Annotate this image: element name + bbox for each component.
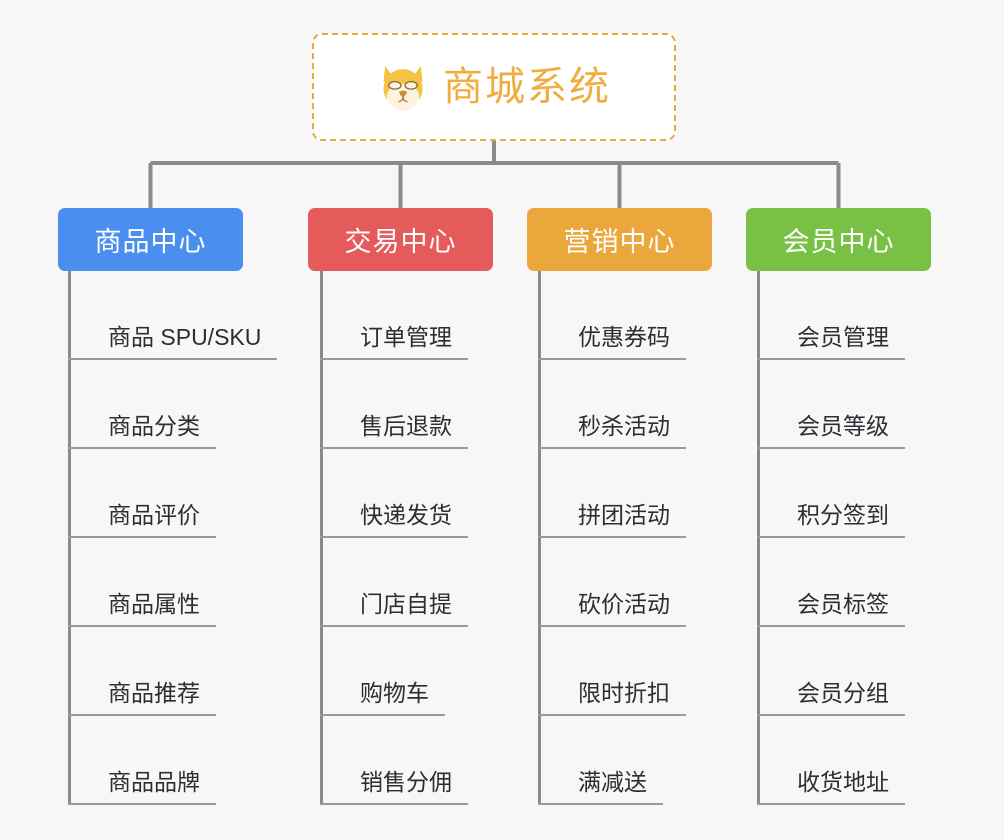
leaf-label: 满减送 — [538, 771, 663, 805]
leaf-label: 优惠券码 — [538, 326, 686, 360]
leaf-node[interactable]: 限时折扣 — [538, 627, 686, 716]
leaf-label: 商品属性 — [68, 593, 216, 627]
leaf-label: 会员标签 — [757, 593, 905, 627]
leaf-node[interactable]: 门店自提 — [320, 538, 468, 627]
leaf-node[interactable]: 拼团活动 — [538, 449, 686, 538]
branch-label: 商品中心 — [94, 227, 207, 257]
leaf-label: 商品分类 — [68, 415, 216, 449]
leaf-node[interactable]: 收货地址 — [757, 716, 905, 805]
branch-spine — [68, 271, 71, 805]
leaf-node[interactable]: 会员等级 — [757, 360, 905, 449]
leaf-node[interactable]: 积分签到 — [757, 449, 905, 538]
leaf-label: 销售分佣 — [320, 771, 468, 805]
leaf-label: 会员等级 — [757, 415, 905, 449]
leaf-node[interactable]: 销售分佣 — [320, 716, 468, 805]
leaf-node[interactable]: 商品推荐 — [68, 627, 277, 716]
leaf-node[interactable]: 商品属性 — [68, 538, 277, 627]
leaf-label: 售后退款 — [320, 415, 468, 449]
leaf-label: 会员管理 — [757, 326, 905, 360]
branch-label: 交易中心 — [344, 227, 457, 257]
leaf-node[interactable]: 商品分类 — [68, 360, 277, 449]
leaf-label: 会员分组 — [757, 682, 905, 716]
branch-spine — [757, 271, 760, 805]
leaf-label: 购物车 — [320, 682, 445, 716]
leaf-label: 商品 SPU/SKU — [68, 326, 278, 360]
leaf-label: 秒杀活动 — [538, 415, 686, 449]
branch-spine — [320, 271, 323, 805]
leaf-node[interactable]: 购物车 — [320, 627, 468, 716]
leaf-column-trade-center: 订单管理售后退款快递发货门店自提购物车销售分佣 — [320, 271, 468, 805]
leaf-node[interactable]: 会员标签 — [757, 538, 905, 627]
leaf-node[interactable]: 秒杀活动 — [538, 360, 686, 449]
branch-node-trade-center[interactable]: 交易中心 — [308, 208, 493, 271]
root-title: 商城系统 — [443, 65, 611, 109]
leaf-node[interactable]: 满减送 — [538, 716, 686, 805]
leaf-label: 收货地址 — [757, 771, 905, 805]
branch-node-marketing-center[interactable]: 营销中心 — [527, 208, 712, 271]
leaf-node[interactable]: 商品 SPU/SKU — [68, 271, 278, 360]
leaf-label: 商品评价 — [68, 504, 216, 538]
leaf-label: 积分签到 — [757, 504, 905, 538]
leaf-column-member-center: 会员管理会员等级积分签到会员标签会员分组收货地址 — [757, 271, 905, 805]
leaf-node[interactable]: 砍价活动 — [538, 538, 686, 627]
leaf-label: 商品品牌 — [68, 771, 216, 805]
branch-label: 会员中心 — [782, 227, 895, 257]
leaf-label: 门店自提 — [320, 593, 468, 627]
branch-node-product-center[interactable]: 商品中心 — [58, 208, 243, 271]
leaf-label: 限时折扣 — [538, 682, 686, 716]
leaf-node[interactable]: 会员管理 — [757, 271, 905, 360]
dog-face-icon — [383, 65, 423, 112]
leaf-column-product-center: 商品 SPU/SKU 商品分类商品评价商品属性商品推荐商品品牌 — [68, 271, 278, 805]
leaf-node[interactable]: 会员分组 — [757, 627, 905, 716]
root-node[interactable]: 商城系统 — [312, 33, 676, 141]
leaf-label: 拼团活动 — [538, 504, 686, 538]
leaf-node[interactable]: 快递发货 — [320, 449, 468, 538]
branch-node-member-center[interactable]: 会员中心 — [746, 208, 931, 271]
leaf-label: 快递发货 — [320, 504, 468, 538]
leaf-node[interactable]: 商品评价 — [68, 449, 277, 538]
branch-label: 营销中心 — [563, 227, 676, 257]
leaf-label: 订单管理 — [320, 326, 468, 360]
branch-spine — [538, 271, 541, 805]
leaf-node[interactable]: 订单管理 — [320, 271, 468, 360]
leaf-label: 商品推荐 — [68, 682, 216, 716]
leaf-node[interactable]: 商品品牌 — [68, 716, 277, 805]
leaf-node[interactable]: 优惠券码 — [538, 271, 686, 360]
leaf-node[interactable]: 售后退款 — [320, 360, 468, 449]
leaf-label: 砍价活动 — [538, 593, 686, 627]
leaf-column-marketing-center: 优惠券码秒杀活动拼团活动砍价活动限时折扣满减送 — [538, 271, 686, 805]
